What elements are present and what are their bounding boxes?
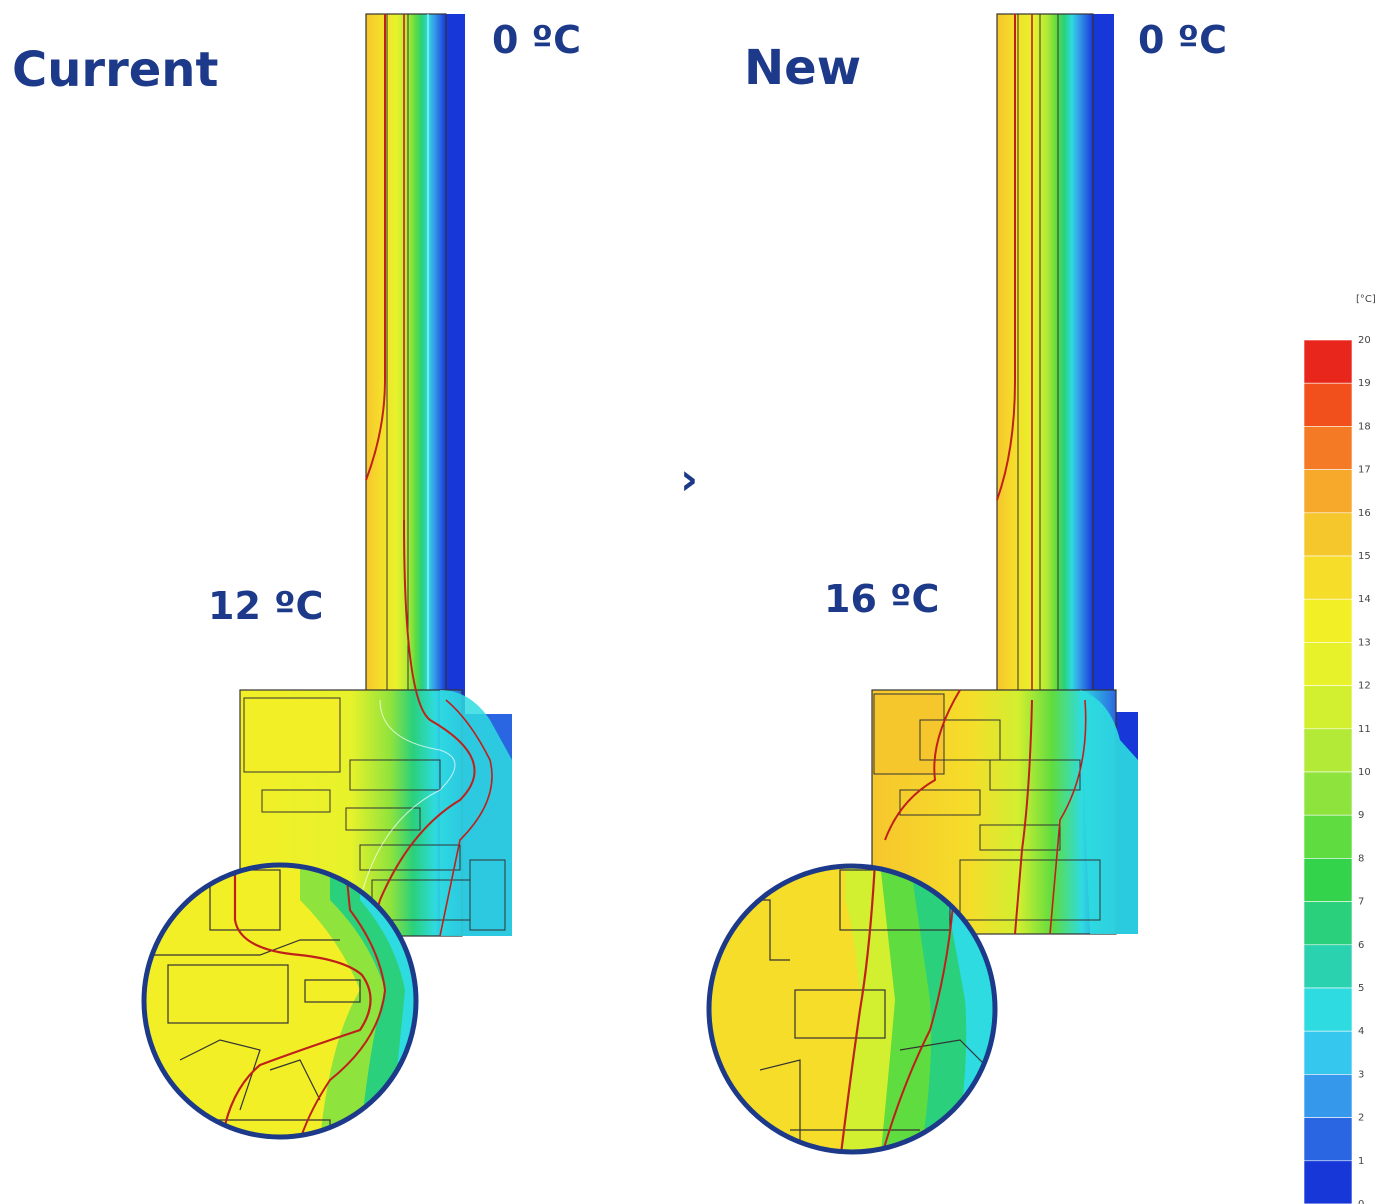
current-glass-pane bbox=[365, 13, 447, 735]
scale-swatch bbox=[1303, 771, 1353, 816]
scale-swatch bbox=[1303, 901, 1353, 946]
temperature-color-scale: 20191817161514131211109876543210 bbox=[1303, 335, 1371, 1204]
new-glass-pane bbox=[996, 13, 1094, 735]
scale-tick-label: 5 bbox=[1358, 983, 1364, 994]
new-outside-temp: 0 ºC bbox=[1138, 18, 1227, 62]
scale-swatch bbox=[1303, 858, 1353, 902]
scale-swatch bbox=[1303, 1030, 1353, 1075]
scale-tick-label: 6 bbox=[1358, 940, 1364, 951]
scale-swatch bbox=[1303, 382, 1353, 427]
new-zoom-circle bbox=[706, 863, 998, 1155]
current-exterior-strip bbox=[444, 14, 465, 714]
scale-swatch bbox=[1303, 339, 1353, 384]
current-title: Current bbox=[12, 42, 219, 98]
scale-swatch bbox=[1303, 1117, 1353, 1162]
scale-tick-label: 13 bbox=[1358, 637, 1371, 648]
scale-tick-label: 9 bbox=[1358, 810, 1364, 821]
scale-tick-label: 2 bbox=[1358, 1113, 1364, 1124]
scale-swatch bbox=[1303, 944, 1353, 989]
scale-swatch bbox=[1303, 642, 1353, 686]
scale-tick-label: 16 bbox=[1358, 508, 1371, 519]
scale-tick-label: 8 bbox=[1358, 853, 1364, 864]
current-inside-temp: 12 ºC bbox=[208, 584, 324, 628]
scale-tick-label: 20 bbox=[1358, 335, 1371, 346]
scale-tick-label: 12 bbox=[1358, 681, 1371, 692]
scale-tick-label: 0 bbox=[1358, 1199, 1364, 1204]
scale-swatch bbox=[1303, 555, 1353, 600]
scale-swatch bbox=[1303, 426, 1353, 470]
scale-swatch bbox=[1303, 814, 1353, 859]
new-exterior-strip bbox=[1092, 14, 1114, 714]
new-thermal-section bbox=[871, 13, 1138, 935]
scale-tick-label: 11 bbox=[1358, 724, 1371, 735]
scale-swatch bbox=[1303, 987, 1353, 1032]
scale-tick-label: 10 bbox=[1358, 767, 1371, 778]
new-inside-temp: 16 ºC bbox=[824, 577, 940, 621]
scale-tick-label: 17 bbox=[1358, 465, 1371, 476]
scale-tick-label: 1 bbox=[1358, 1156, 1364, 1167]
scale-tick-label: 4 bbox=[1358, 1026, 1364, 1037]
scale-swatch bbox=[1303, 1074, 1353, 1118]
scale-swatch bbox=[1303, 469, 1353, 514]
current-thermal-section bbox=[239, 13, 512, 937]
scale-swatch bbox=[1303, 512, 1353, 557]
scale-swatch bbox=[1303, 728, 1353, 773]
scale-tick-label: 3 bbox=[1358, 1069, 1364, 1080]
comparison-arrow-icon: › bbox=[680, 454, 699, 505]
scale-swatch bbox=[1303, 685, 1353, 730]
scale-tick-label: 14 bbox=[1358, 594, 1371, 605]
scale-tick-label: 7 bbox=[1358, 897, 1364, 908]
scale-swatch bbox=[1303, 598, 1353, 643]
scale-tick-label: 18 bbox=[1358, 421, 1371, 432]
new-title: New bbox=[744, 40, 862, 96]
scale-tick-label: 19 bbox=[1358, 378, 1371, 389]
scale-unit-label: [°C] bbox=[1356, 294, 1376, 305]
current-zoom-circle bbox=[141, 862, 419, 1140]
scale-tick-label: 15 bbox=[1358, 551, 1371, 562]
current-outside-temp: 0 ºC bbox=[492, 18, 581, 62]
scale-swatch bbox=[1303, 1160, 1353, 1204]
